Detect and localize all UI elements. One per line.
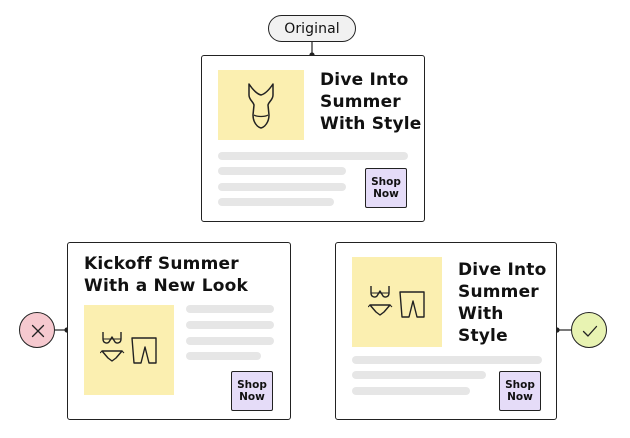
placeholder-line	[186, 337, 274, 345]
placeholder-line	[186, 352, 261, 360]
original-headline: Dive Into Summer With Style	[320, 70, 422, 134]
placeholder-line	[352, 387, 470, 395]
swimsuit-icon	[248, 83, 274, 129]
check-icon	[582, 325, 598, 337]
shop-now-button[interactable]: Shop Now	[499, 371, 541, 411]
original-ad-card: Dive Into Summer With Style Shop Now	[201, 55, 425, 222]
shop-now-button[interactable]: Shop Now	[231, 371, 273, 411]
rejected-badge	[19, 312, 55, 348]
shop-now-button[interactable]: Shop Now	[365, 168, 407, 208]
placeholder-line	[352, 356, 542, 364]
variant-a-headline: Kickoff Summer With a New Look	[84, 254, 248, 296]
variant-a-image-tile	[84, 305, 174, 395]
variant-b-image-tile	[352, 257, 442, 347]
original-image-tile	[218, 70, 304, 140]
placeholder-line	[218, 152, 408, 160]
bikini-shorts-icon	[100, 332, 157, 364]
approved-badge	[571, 312, 607, 348]
placeholder-line	[186, 321, 274, 329]
placeholder-line	[218, 183, 346, 191]
placeholder-line	[352, 371, 486, 379]
bikini-shorts-icon	[368, 286, 425, 318]
variant-b-headline: Dive Into Summer With Style	[458, 260, 547, 346]
placeholder-line	[218, 167, 346, 175]
variant-a-ad-card: Kickoff Summer With a New Look Shop Now	[67, 242, 291, 420]
variant-b-ad-card: Dive Into Summer With Style Shop Now	[335, 242, 557, 420]
placeholder-line	[218, 198, 334, 206]
original-label: Original	[268, 15, 356, 42]
x-icon	[31, 324, 45, 338]
placeholder-line	[186, 305, 274, 313]
original-label-text: Original	[284, 20, 340, 37]
